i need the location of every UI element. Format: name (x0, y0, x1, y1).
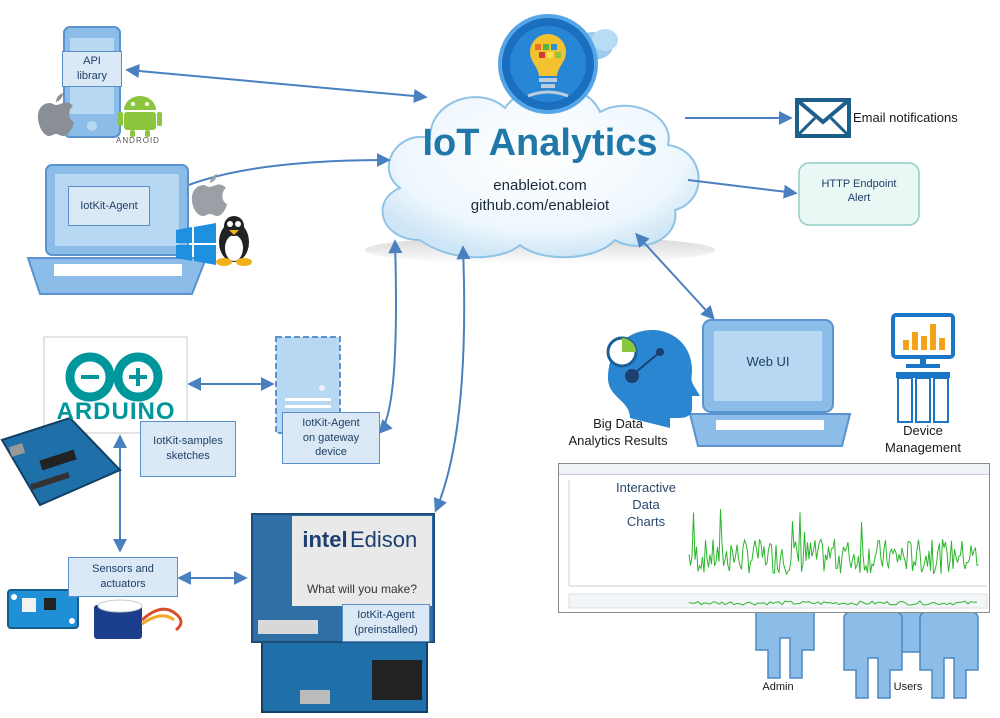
web-ui-label[interactable]: Web UI (746, 354, 790, 369)
url-enableiot[interactable]: enableiot.com (493, 177, 587, 194)
edison-tagline: What will you make? (306, 582, 418, 596)
users-label: Users (893, 681, 923, 693)
servo-icon (94, 599, 183, 639)
windows-icon (176, 223, 216, 265)
http-alert-label: HTTP Endpoint Alert (821, 178, 897, 205)
admin-label: Admin (762, 681, 794, 693)
chart-navigator-line (688, 600, 978, 606)
linux-icon (216, 216, 252, 266)
http-alert-box (798, 162, 920, 226)
cloud-icon (381, 85, 700, 259)
url-github[interactable]: github.com/enableiot (470, 197, 610, 215)
cloud-urls: enableiot.com github.com/enableiot (420, 176, 660, 217)
interactive-charts-label: Interactive Data Charts (616, 480, 676, 529)
connectors (113, 64, 798, 585)
server-rack-icon (896, 372, 950, 423)
arduino-board-icon (0, 416, 122, 507)
laptop-icon (688, 319, 852, 447)
head-analytics-icon (606, 330, 700, 428)
device-management-label: Device Management (885, 423, 961, 455)
interactive-data-chart (558, 463, 990, 613)
edison-agent-label: IotKit-Agent (preinstalled) (342, 604, 430, 642)
sensor-board-icon (7, 589, 79, 629)
android-icon (118, 96, 162, 137)
iotkit-samples-label: IotKit-samples sketches (140, 421, 236, 477)
edison-board-icon (251, 513, 435, 713)
api-library-label: API library (62, 51, 122, 87)
chart-plot (568, 480, 988, 609)
apple-icon (191, 174, 227, 216)
email-notifications-label: Email notifications (853, 110, 958, 125)
iotkit-agent-laptop-label: IotKit-Agent (68, 186, 150, 226)
chart-navigator (568, 593, 988, 609)
edison-logo-text: Edison (350, 527, 418, 552)
apple-icon (37, 93, 74, 136)
android-text: ANDROID (116, 136, 160, 145)
lightbulb-logo-icon (498, 14, 618, 114)
email-icon (795, 98, 851, 138)
intel-logo-text: intel (302, 527, 348, 552)
chart-toolbar (559, 464, 989, 475)
big-data-label: Big Data Analytics Results (568, 416, 668, 448)
sensors-actuators-label: Sensors and actuators (68, 557, 178, 597)
arduino-wordmark: ARDUINO (56, 398, 176, 425)
chart-series-line (688, 509, 979, 576)
page-title: IoT Analytics (422, 122, 658, 164)
arduino-logo (43, 336, 188, 434)
monitor-chart-icon (891, 313, 955, 368)
gateway-agent-label: IotKit-Agent on gateway device (282, 412, 380, 464)
